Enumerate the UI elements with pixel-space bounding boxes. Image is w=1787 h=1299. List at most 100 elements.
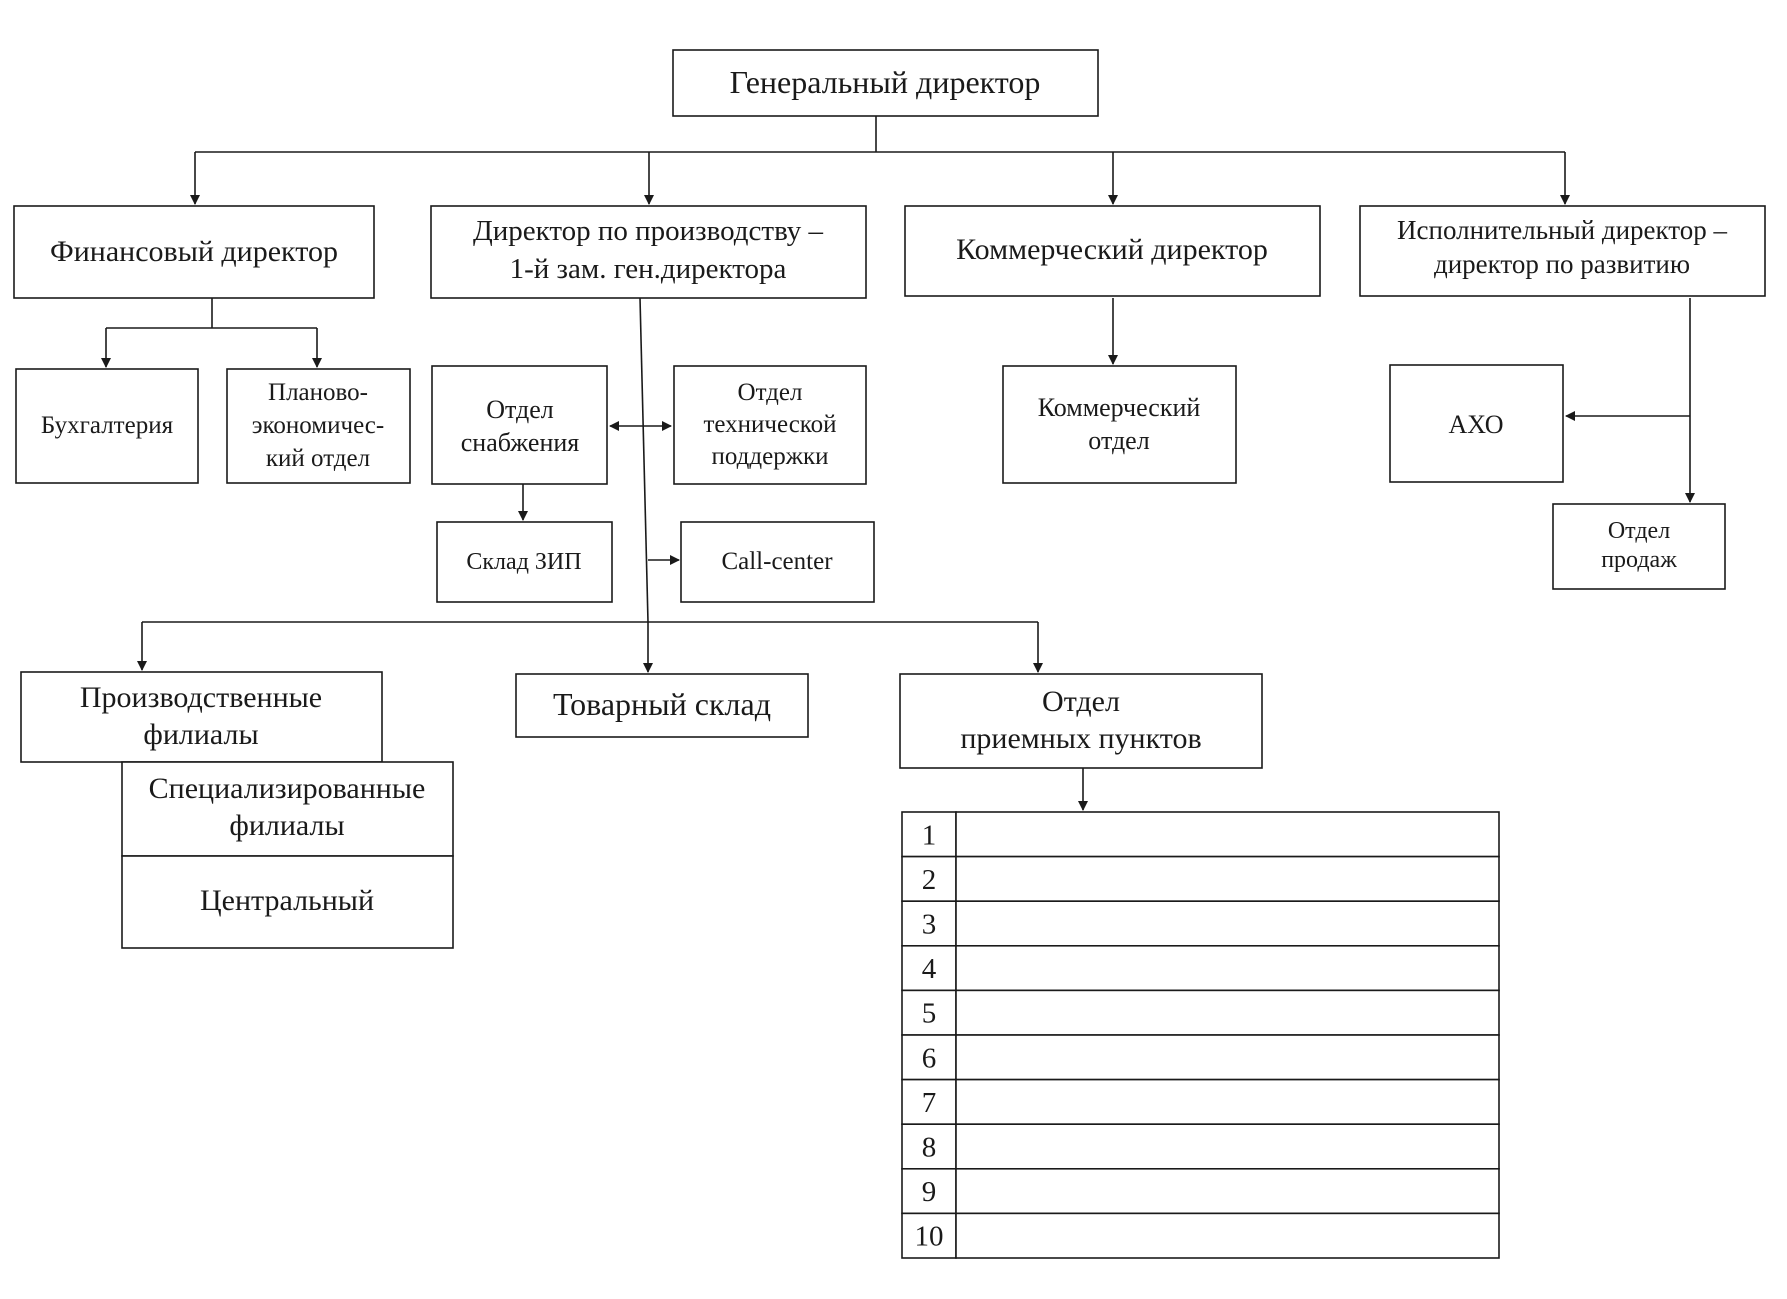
svg-text:кий отдел: кий отдел xyxy=(266,445,370,472)
reception-point-number-cell xyxy=(901,1168,957,1215)
reception-point-number: 10 xyxy=(915,1221,944,1253)
reception-point-cell xyxy=(955,855,1500,902)
tech-support-line-3: поддержки xyxy=(712,443,829,470)
reception-point-number: 8 xyxy=(922,1132,937,1164)
reception-point-cell xyxy=(955,1212,1500,1259)
svg-text:Коммерческий: Коммерческий xyxy=(1038,393,1201,422)
tech-support-line-2: технической xyxy=(703,411,836,438)
executive-director-line-2: директор по развитию xyxy=(1434,249,1690,279)
reception-point-number: 7 xyxy=(922,1087,937,1119)
reception-point-cell xyxy=(955,811,1500,858)
reception-point-number-cell xyxy=(901,944,957,992)
reception-point-number-cell xyxy=(901,989,957,1036)
svg-text:Специализированные: Специализированные xyxy=(149,772,426,805)
reception-point-number-cell xyxy=(901,811,957,858)
svg-text:Коммерческий директор: Коммерческий директор xyxy=(956,233,1268,266)
box-financial-director: Финансовый директор xyxy=(13,205,375,299)
reception-point-number: 5 xyxy=(922,998,937,1030)
svg-text:Директор по производству –: Директор по производству – xyxy=(473,215,824,247)
svg-text:Производственные: Производственные xyxy=(80,681,322,714)
goods-warehouse-label: Товарный склад xyxy=(553,686,771,722)
box-call-center: Call-center xyxy=(680,521,875,603)
svg-text:Исполнительный директор –: Исполнительный директор – xyxy=(1397,215,1727,245)
box-planning-dept: Планово- экономичес- кий отдел xyxy=(226,368,411,484)
production-director-line-1: Директор по производству – xyxy=(473,215,824,247)
reception-points-dept-line-1: Отдел xyxy=(1042,685,1120,718)
box-accounting: Бухгалтерия xyxy=(15,368,199,484)
supply-dept-line-2: снабжения xyxy=(461,428,580,457)
reception-point-number: 6 xyxy=(922,1042,937,1074)
reception-point-row: 5 xyxy=(901,989,1500,1036)
svg-text:Отдел: Отдел xyxy=(1608,518,1670,544)
sales-dept-line-1: Отдел xyxy=(1608,518,1670,544)
svg-text:продаж: продаж xyxy=(1601,547,1677,573)
svg-text:технической: технической xyxy=(703,411,836,438)
specialized-branches-line-2: филиалы xyxy=(229,809,344,842)
planning-dept-line-1: Планово- xyxy=(268,379,368,406)
central-label: Центральный xyxy=(200,884,374,917)
svg-text:Товарный склад: Товарный склад xyxy=(553,686,771,722)
box-reception-points-dept: Отдел приемных пунктов xyxy=(899,673,1263,769)
production-branches-line-1: Производственные xyxy=(80,681,322,714)
box-aho: АХО xyxy=(1389,364,1564,483)
svg-text:приемных пунктов: приемных пунктов xyxy=(960,722,1201,755)
reception-point-cell xyxy=(955,1034,1500,1081)
supply-dept-line-1: Отдел xyxy=(486,395,554,424)
box-spare-parts-warehouse: Склад ЗИП xyxy=(436,521,613,603)
aho-label: АХО xyxy=(1448,410,1503,439)
reception-point-row: 3 xyxy=(901,900,1500,947)
svg-text:АХО: АХО xyxy=(1448,410,1503,439)
box-general-director: Генеральный директор xyxy=(672,49,1099,117)
svg-text:Бухгалтерия: Бухгалтерия xyxy=(41,412,174,439)
svg-text:снабжения: снабжения xyxy=(461,428,580,457)
svg-text:Центральный: Центральный xyxy=(200,884,374,917)
reception-point-row: 6 xyxy=(901,1034,1500,1081)
svg-text:отдел: отдел xyxy=(1088,426,1149,455)
reception-point-number: 3 xyxy=(922,909,937,941)
financial-director-label: Финансовый директор xyxy=(50,235,338,268)
box-goods-warehouse: Товарный склад xyxy=(515,673,809,738)
reception-point-row: 1 xyxy=(901,811,1500,858)
reception-point-row: 7 xyxy=(901,1078,1500,1125)
commercial-dept-line-1: Коммерческий xyxy=(1038,393,1201,422)
box-central: Центральный xyxy=(121,855,454,949)
box-commercial-dept: Коммерческий отдел xyxy=(1002,365,1237,484)
box-production-branches: Производственные филиалы xyxy=(20,671,383,763)
reception-point-cell xyxy=(955,1078,1500,1125)
svg-text:экономичес-: экономичес- xyxy=(252,412,384,439)
svg-text:филиалы: филиалы xyxy=(143,718,258,751)
box-tech-support-dept: Отдел технической поддержки xyxy=(673,365,867,485)
reception-point-row: 4 xyxy=(901,944,1500,992)
svg-text:Генеральный директор: Генеральный директор xyxy=(730,64,1041,100)
reception-point-number: 2 xyxy=(922,864,937,896)
tech-support-line-1: Отдел xyxy=(738,379,803,406)
spare-parts-warehouse-label: Склад ЗИП xyxy=(466,549,581,575)
reception-point-cell xyxy=(955,1168,1500,1215)
box-sales-dept: Отдел продаж xyxy=(1552,503,1726,590)
executive-director-line-1: Исполнительный директор – xyxy=(1397,215,1727,245)
box-commercial-director: Коммерческий директор xyxy=(904,205,1321,297)
accounting-label: Бухгалтерия xyxy=(41,412,174,439)
svg-text:Склад ЗИП: Склад ЗИП xyxy=(466,549,581,575)
svg-text:Отдел: Отдел xyxy=(1042,685,1120,718)
reception-point-cell xyxy=(955,944,1500,992)
svg-text:Отдел: Отдел xyxy=(738,379,803,406)
connectors xyxy=(101,116,1695,811)
commercial-director-label: Коммерческий директор xyxy=(956,233,1268,266)
reception-point-row: 10 xyxy=(901,1212,1500,1259)
reception-point-row: 8 xyxy=(901,1123,1500,1170)
svg-text:филиалы: филиалы xyxy=(229,809,344,842)
general-director-label: Генеральный директор xyxy=(730,64,1041,100)
reception-point-number: 1 xyxy=(922,819,937,851)
box-executive-director: Исполнительный директор – директор по ра… xyxy=(1359,205,1766,297)
reception-point-cell xyxy=(955,1123,1500,1170)
svg-text:1-й зам. ген.директора: 1-й зам. ген.директора xyxy=(510,253,787,285)
planning-dept-line-3: кий отдел xyxy=(266,445,370,472)
reception-points-dept-line-2: приемных пунктов xyxy=(960,722,1201,755)
svg-text:поддержки: поддержки xyxy=(712,443,829,470)
box-supply-dept: Отдел снабжения xyxy=(431,365,608,485)
sales-dept-line-2: продаж xyxy=(1601,547,1677,573)
reception-point-number-cell xyxy=(901,1123,957,1170)
